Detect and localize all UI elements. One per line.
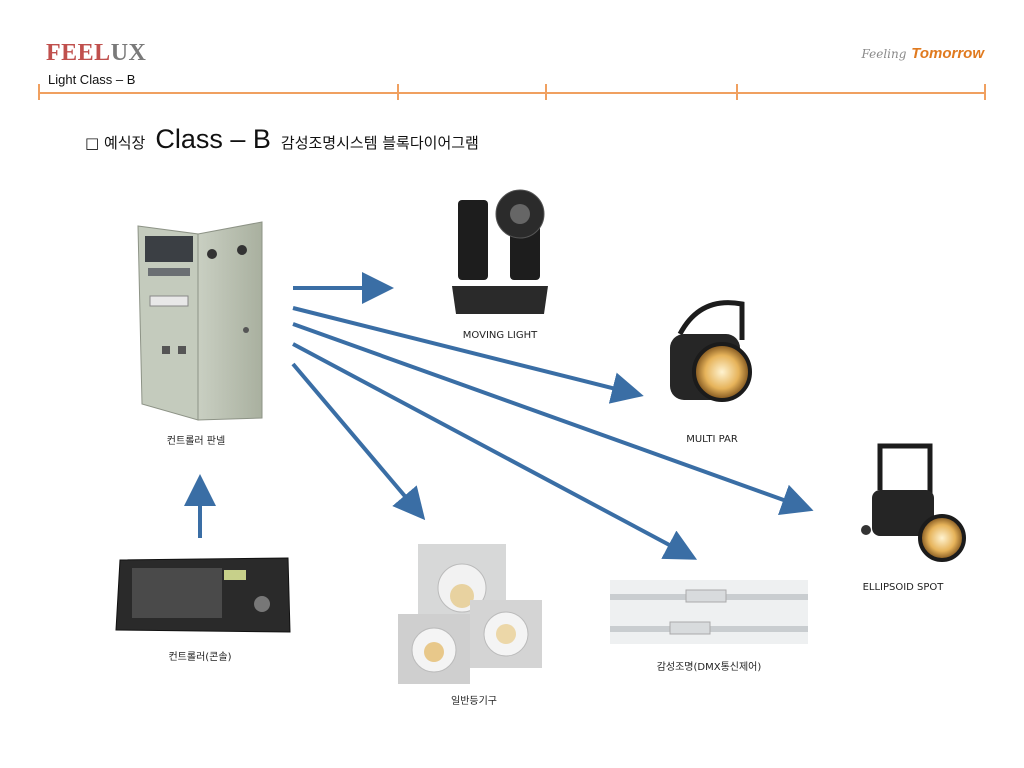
logo-tomorrow-text: Tomorrow bbox=[911, 45, 984, 62]
rule-tick bbox=[397, 84, 399, 100]
dmx-label: 감성조명(DMX통신제어) bbox=[656, 662, 762, 673]
title-prefix: □ 예식장 bbox=[85, 134, 146, 152]
moving-light-label: MOVING LIGHT bbox=[462, 330, 538, 341]
rule-tick bbox=[545, 84, 547, 100]
logo-main-text: FEEL bbox=[46, 40, 111, 66]
arrow-to-ellipsoid-spot bbox=[292, 322, 814, 515]
moving-light-image bbox=[452, 189, 548, 314]
ellipsoid-spot-label: ELLIPSOID SPOT bbox=[862, 582, 944, 593]
feelux-logo: FEELUX bbox=[46, 40, 146, 67]
arrow-to-general bbox=[291, 362, 426, 521]
slide-subtitle: Light Class – B bbox=[48, 72, 136, 87]
logo-accent-text: UX bbox=[110, 40, 147, 66]
page-title: □ 예식장 Class – B 감성조명시스템 블록다이어그램 bbox=[85, 124, 479, 155]
panel-label: 컨트롤러 판넬 bbox=[166, 436, 226, 447]
general-fixture-image bbox=[398, 544, 542, 684]
title-class: Class – B bbox=[155, 124, 271, 154]
controller-panel-image bbox=[137, 221, 263, 421]
multi-par-label: MULTI PAR bbox=[686, 434, 738, 445]
dmx-track-image bbox=[610, 580, 808, 644]
console-image bbox=[115, 557, 291, 633]
rule-tick bbox=[984, 84, 986, 100]
console-label: 컨트롤러(콘솔) bbox=[168, 652, 232, 663]
arrow-to-dmx bbox=[292, 342, 698, 560]
feeling-tomorrow-logo: Feeling Tomorrow bbox=[861, 44, 984, 62]
rule-tick bbox=[38, 84, 40, 100]
multi-par-image bbox=[670, 300, 752, 402]
header-rule bbox=[39, 92, 985, 94]
logo-feeling-text: Feeling bbox=[861, 47, 907, 61]
arrow-to-multi-par bbox=[292, 306, 644, 404]
ellipsoid-spot-image bbox=[861, 443, 966, 562]
connection-arrows bbox=[184, 272, 814, 560]
title-rest: 감성조명시스템 블록다이어그램 bbox=[280, 134, 479, 152]
rule-tick bbox=[736, 84, 738, 100]
general-fixture-label: 일반등기구 bbox=[451, 696, 497, 707]
